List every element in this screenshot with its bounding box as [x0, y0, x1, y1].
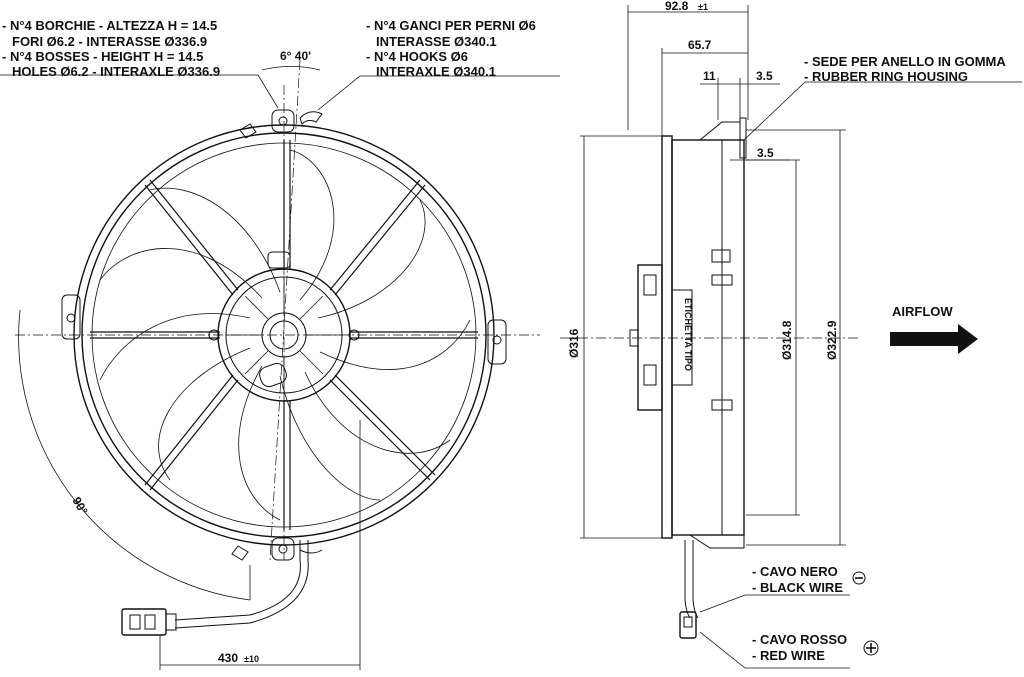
dim-316-label: Ø316: [567, 328, 581, 358]
ring-note-it: - SEDE PER ANELLO IN GOMMA: [804, 54, 1006, 69]
cable-length-label: 430: [218, 651, 238, 665]
dim-3229-label: Ø322.9: [825, 320, 839, 360]
red-wire-leader: [699, 631, 850, 669]
hooks-note-en-1: - N°4 HOOKS Ø6: [366, 49, 468, 64]
side-connector: [679, 611, 697, 639]
airflow-arrow-icon: [890, 324, 978, 354]
hooks-note: - N°4 GANCI PER PERNI Ø6 INTERASSE Ø340.…: [366, 18, 536, 79]
shroud-inner-edge: [81, 132, 487, 538]
dim-11-label: 11: [703, 69, 716, 83]
support-spokes: [90, 140, 478, 530]
front-connector: [121, 608, 177, 636]
angle-small-arc: [261, 66, 321, 71]
black-wire-it: - CAVO NERO: [752, 564, 838, 579]
ring-note-en: - RUBBER RING HOUSING: [804, 69, 968, 84]
shroud-flange: [661, 135, 673, 539]
front-cable: [174, 540, 309, 629]
hooks-note-it-1: - N°4 GANCI PER PERNI Ø6: [366, 18, 536, 33]
black-wire-note: - CAVO NERO - BLACK WIRE: [752, 564, 866, 595]
ring-note: - SEDE PER ANELLO IN GOMMA - RUBBER RING…: [804, 54, 1006, 84]
black-wire-en: - BLACK WIRE: [752, 580, 843, 595]
mounting-boss-right: [487, 319, 507, 365]
dim-3148-label: Ø314.8: [780, 320, 794, 360]
bosses-leader: [0, 74, 279, 109]
airflow-indicator: AIRFLOW: [890, 304, 978, 354]
dim-35a-label: 3.5: [756, 69, 773, 83]
side-clip-top: [711, 249, 731, 263]
bosses-note-it-2: FORI Ø6.2 - INTERASSE Ø336.9: [12, 34, 207, 49]
hooks-leader: [317, 75, 560, 111]
bosses-note-it-1: - N°4 BORCHIE - ALTEZZA H = 14.5: [2, 18, 217, 33]
airflow-label: AIRFLOW: [892, 304, 953, 319]
dim-35b-label: 3.5: [757, 146, 774, 160]
ring-leader: [743, 81, 1022, 141]
mounting-boss-bottom: [271, 537, 295, 561]
bosses-note-en-1: - N°4 BOSSES - HEIGHT H = 14.5: [2, 49, 203, 64]
angle-small-label: 6° 40': [280, 49, 311, 63]
sticker-label: ETICHETTA TIPO: [683, 298, 693, 371]
cable-length-tolerance: ±10: [244, 654, 259, 664]
bosses-note: - N°4 BORCHIE - ALTEZZA H = 14.5 FORI Ø6…: [2, 18, 220, 79]
red-wire-en: - RED WIRE: [752, 648, 825, 663]
red-wire-it: - CAVO ROSSO: [752, 632, 847, 647]
mounting-boss-left: [61, 294, 81, 340]
dim-92-label: 92.8: [665, 0, 689, 13]
minus-circle-icon: [852, 571, 866, 585]
black-wire-leader: [699, 594, 850, 613]
motor-hub: [208, 251, 360, 402]
angle-arc-90: [18, 309, 251, 601]
rubber-ring-housing: [739, 117, 747, 159]
angled-centerline: [269, 59, 301, 561]
motor-body: [637, 264, 663, 411]
hooks-note-en-2: INTERAXLE Ø340.1: [376, 64, 496, 79]
mounting-hooks: [231, 111, 323, 561]
shroud-side: [671, 139, 745, 536]
hooks-note-it-2: INTERASSE Ø340.1: [376, 34, 497, 49]
dim-92-tolerance: ±1: [698, 2, 708, 12]
side-view: ETICHETTA TIPO 92.8 ±1 65.7 11 3.5 3.5 Ø…: [560, 0, 1022, 669]
side-cable: [684, 540, 691, 619]
sticker-box: [671, 289, 693, 386]
front-view: 90° 430 ±10 6° 40': [15, 49, 540, 670]
dim-657-label: 65.7: [688, 38, 712, 52]
red-wire-note: - CAVO ROSSO - RED WIRE: [752, 632, 879, 663]
mounting-boss-top: [271, 109, 295, 133]
plus-circle-icon: [863, 640, 879, 656]
bosses-note-en-2: HOLES Ø6.2 - INTERAXLE Ø336.9: [12, 64, 220, 79]
